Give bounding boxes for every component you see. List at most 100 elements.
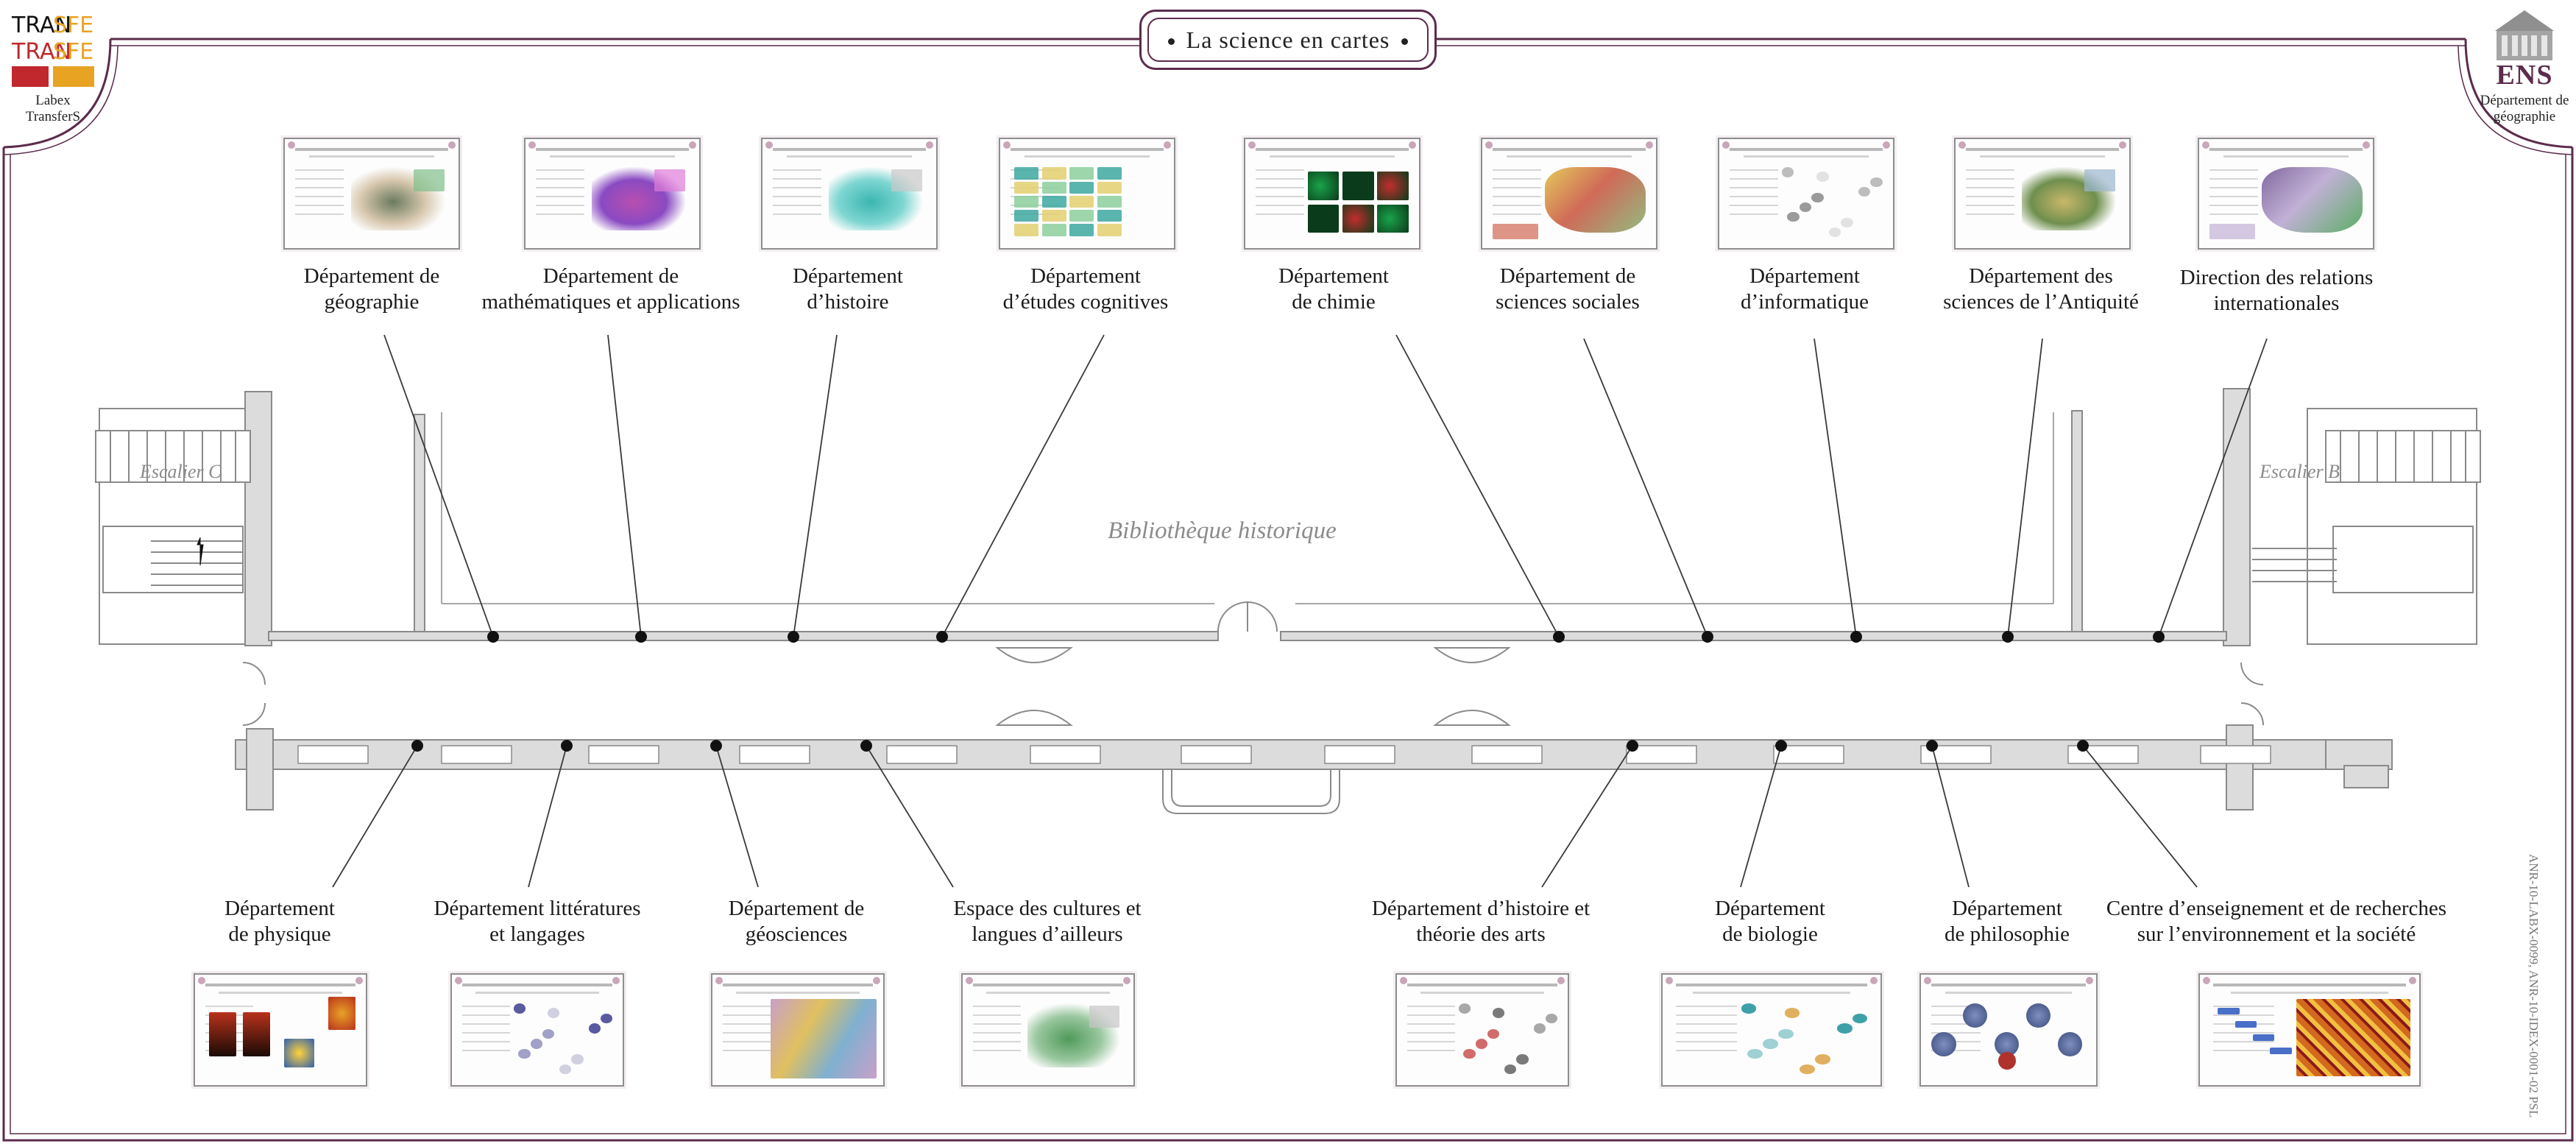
poster-network-node [1741,1003,1757,1014]
poster-etudes-cognitives[interactable] [999,138,1175,250]
poster-histoire-arts[interactable] [1395,973,1569,1087]
poster-cultures-ailleurs[interactable] [961,973,1135,1087]
poster-network-node [1816,172,1829,182]
location-marker[interactable] [561,740,573,752]
facade-window [1181,745,1252,764]
poster-title-bar [722,984,874,986]
poster-text-line [722,1006,771,1007]
poster-text-line [1931,1023,1981,1025]
poster-network-node [1784,1008,1800,1018]
poster-micrograph [1377,172,1409,200]
poster-field-plot [283,1039,315,1067]
poster-logo-icon [1003,141,1011,149]
location-marker[interactable] [1553,631,1565,643]
poster-network-node [518,1048,531,1059]
poster-highlight-dot [1998,1052,2016,1070]
poster-text-line [1730,169,1779,172]
poster-text-line [1730,213,1779,215]
poster-subtitle-bar [309,155,434,158]
poster-histoire[interactable] [761,138,938,250]
poster-text-line [1256,169,1305,172]
poster-world-map [2261,167,2363,233]
poster-table-cell [1097,224,1122,236]
poster-logo-icon [2409,977,2416,984]
poster-network-node [1747,1048,1763,1059]
poster-globe [1931,1032,1956,1056]
poster-text-line [295,195,344,197]
location-marker[interactable] [936,631,948,643]
poster-text-line [1931,1050,1981,1051]
poster-subtitle-bar [475,991,599,994]
facade-window [739,745,810,764]
location-marker[interactable] [1702,631,1713,643]
poster-physique[interactable] [194,973,367,1087]
poster-mathematiques[interactable] [524,138,701,250]
poster-text-line [2209,169,2259,172]
poster-text-line [295,187,344,189]
svg-text:SFERS: SFERS [53,39,96,65]
ens-caption: Département de géographie [2480,93,2569,124]
location-marker[interactable] [1926,740,1938,752]
poster-logo-icon [2119,141,2126,149]
poster-geographie[interactable] [283,138,460,250]
poster-table-cell [1069,181,1094,194]
funding-reference: ANR-10-LABX-0099, ANR-10-IDEX-0001-02 PS… [2527,854,2541,1118]
poster-biologie[interactable] [1661,973,1882,1087]
leader-line [1395,334,1560,638]
poster-philosophie[interactable] [1919,973,2098,1087]
location-marker[interactable] [487,631,499,643]
poster-environnement[interactable] [2198,973,2421,1087]
labex-caption: Labex TransferS [25,93,81,124]
poster-subtitle-bar [787,155,912,158]
location-marker[interactable] [860,740,872,752]
poster-logo-icon [198,977,205,984]
poster-logo-icon [1883,141,1890,149]
location-marker[interactable] [2002,631,2014,643]
poster-text-line [2212,1032,2275,1034]
location-marker[interactable] [2153,631,2165,643]
poster-subtitle-bar [2230,991,2389,994]
poster-geosciences[interactable] [711,973,885,1087]
poster-chimie[interactable] [1244,138,1420,250]
poster-logo-icon [1409,141,1416,149]
poster-text-line [1675,1050,1737,1051]
poster-micrograph [1377,204,1409,233]
poster-text-line [722,1023,771,1025]
labex-logo-icon: TRAN SFER TRAN SFERS [11,13,123,87]
leader-line [1541,745,1633,888]
poster-text-line [295,204,344,206]
poster-network-node [1800,1064,1816,1074]
library-room-label: Bibliothèque historique [1108,518,1337,544]
location-marker[interactable] [1627,740,1638,752]
bullet-icon [1401,38,1408,46]
poster-text-line [773,178,822,180]
location-marker[interactable] [710,740,722,752]
poster-spectrum [208,1012,236,1056]
location-marker[interactable] [411,740,423,752]
poster-antiquite[interactable] [1954,138,2131,250]
leader-line [715,745,759,888]
poster-sciences-sociales[interactable] [1481,138,1657,250]
poster-title-bar [1011,147,1164,151]
poster-informatique[interactable] [1718,138,1894,250]
poster-relations-internationales[interactable] [2198,138,2374,250]
location-marker[interactable] [788,631,799,643]
leader-line [2082,745,2198,888]
poster-network-node [1811,192,1824,202]
poster-text-line [295,178,344,180]
location-marker[interactable] [635,631,647,643]
location-marker[interactable] [1850,631,1862,643]
leader-line [383,334,494,638]
poster-title-bar [536,147,689,151]
poster-text-line [1493,213,1542,215]
poster-text-line [972,1023,1021,1025]
poster-network-node [1492,1008,1505,1018]
poster-spectrum [242,1012,271,1056]
location-marker[interactable] [1775,740,1787,752]
location-marker[interactable] [2077,740,2089,752]
ens-wordmark: ENS [2496,60,2553,91]
facade-window [886,745,958,764]
poster-litteratures[interactable] [450,973,624,1087]
